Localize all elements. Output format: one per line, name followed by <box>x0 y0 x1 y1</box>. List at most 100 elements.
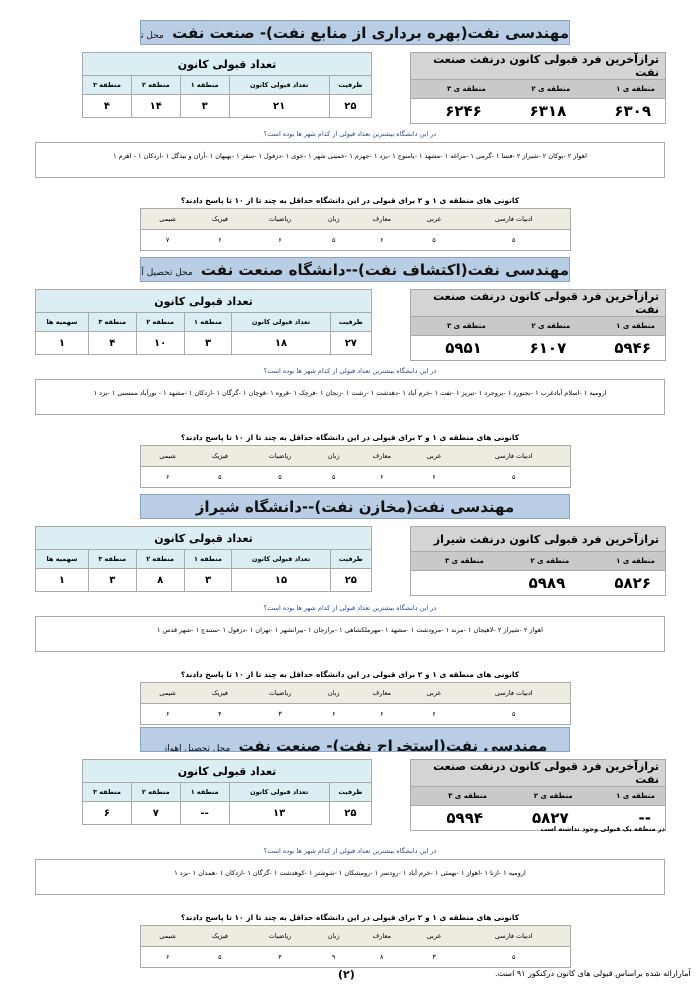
score-question: کانونی های منطقه ی ۱ و ۲ برای قبولی در ا… <box>180 433 520 442</box>
program-section: مهندسی نفت(بهره برداری از منابع نفت)- صن… <box>0 20 700 252</box>
subject-header: ریاضیات <box>245 925 315 947</box>
column-header: منطقه ۲ <box>135 549 185 569</box>
score-value: ۹ <box>314 946 353 968</box>
count-value: ۳ <box>183 331 233 355</box>
rank-value: ۶۲۴۶ <box>410 98 496 124</box>
column-header: ظرفیت <box>328 75 373 95</box>
column-header: ظرفیت <box>328 782 373 802</box>
column-header: منطقه ی ۱ <box>580 79 666 99</box>
score-value: ۵ <box>457 229 571 251</box>
count-value: ۴ <box>87 331 137 355</box>
score-value: ۶ <box>194 229 246 251</box>
count-value: ۲۵ <box>329 568 373 592</box>
score-value: ۶ <box>410 703 458 725</box>
score-value: ۷ <box>140 229 195 251</box>
column-header: منطقه ۲ <box>130 75 181 95</box>
score-value: ۵ <box>457 946 571 968</box>
column-header: منطقه ۱ <box>183 312 233 332</box>
subject-header: شیمی <box>140 208 195 230</box>
score-value: ۵ <box>314 466 353 488</box>
score-value: ۶ <box>352 703 411 725</box>
subject-header: شیمی <box>140 682 195 704</box>
count-value: ۲۵ <box>328 801 373 825</box>
rank-value: -- <box>582 805 666 831</box>
column-header: منطقه ۲ <box>130 782 181 802</box>
subject-header: ادبیات فارسی <box>457 682 571 704</box>
count-value: ۷ <box>130 801 181 825</box>
score-value: ۶ <box>352 466 411 488</box>
column-header: منطقه ی ۲ <box>495 79 581 99</box>
column-header: تعداد قبولی کانون <box>231 312 331 332</box>
cities-question: در این دانشگاه بیشترین تعداد قبولی از کد… <box>263 604 437 612</box>
column-header: منطقه ۱ <box>183 549 233 569</box>
score-value: ۶ <box>352 229 411 251</box>
subject-header: زبان <box>314 208 353 230</box>
count-value: -- <box>179 801 230 825</box>
last-rank-header: ترازآخرین فرد قبولی کانون درنفت صنعت نفت <box>410 759 666 787</box>
column-header: منطقه ی ۱ <box>582 786 666 806</box>
score-value: ۵ <box>194 946 246 968</box>
column-header: منطقه ۱ <box>179 782 230 802</box>
count-value: ۴ <box>82 94 132 118</box>
score-value: ۶ <box>245 229 315 251</box>
last-rank-table: ترازآخرین فرد قبولی کانون درنفت صنعت نفت… <box>410 759 666 831</box>
score-question: کانونی های منطقه ی ۱ و ۲ برای قبولی در ا… <box>180 670 520 679</box>
score-value: ۵ <box>314 229 353 251</box>
count-value: ۱ <box>35 331 89 355</box>
rank-value: ۵۹۸۹ <box>493 570 580 596</box>
column-header: منطقه ۲ <box>135 312 185 332</box>
subject-header: فیزیک <box>194 445 246 467</box>
subject-header: معارف <box>352 445 411 467</box>
rank-value: ۵۹۹۴ <box>410 805 498 831</box>
score-value: ۳ <box>245 703 315 725</box>
program-section: مهندسی نفت(استخراج نفت)- صنعت نفت محل تح… <box>0 727 700 968</box>
title-text: مهندسی نفت(اکتشاف نفت)--دانشگاه صنعت نفت <box>200 261 569 279</box>
acceptance-header: تعداد قبولی کانون <box>82 52 372 76</box>
column-header: منطقه ی ۱ <box>579 551 666 571</box>
note-text: در منطقه یک قبولی وجود نداشته است <box>540 825 665 833</box>
column-header: ظرفیت <box>329 549 373 569</box>
subject-header: زبان <box>314 445 353 467</box>
subject-header: عربی <box>410 925 458 947</box>
page-number: (۲) <box>338 968 355 981</box>
subject-header: فیزیک <box>194 925 246 947</box>
section-title: مهندسی نفت(مخازن نفت)--دانشگاه شیراز <box>140 494 570 519</box>
subject-header: ریاضیات <box>245 682 315 704</box>
column-header: ظرفیت <box>329 312 373 332</box>
column-header: منطقه ی ۲ <box>497 786 583 806</box>
program-section: مهندسی نفت(اکتشاف نفت)--دانشگاه صنعت نفت… <box>0 257 700 489</box>
count-value: ۶ <box>82 801 132 825</box>
rank-value: ۵۹۵۱ <box>410 335 496 361</box>
score-value: ۸ <box>352 946 411 968</box>
subject-header: فیزیک <box>194 682 246 704</box>
acceptance-header: تعداد قبولی کانون <box>35 526 372 550</box>
count-value: ۲۷ <box>329 331 373 355</box>
column-header: منطقه ی ۲ <box>493 551 580 571</box>
score-question: کانونی های منطقه ی ۱ و ۲ برای قبولی در ا… <box>180 196 520 205</box>
count-value: ۳ <box>87 568 137 592</box>
location-text: محل تحصیل آبادان <box>141 268 193 278</box>
subject-header: ریاضیات <box>245 208 315 230</box>
cities-list: ارومیه ۱ -اسلام آبادغرب ۱ -بجنورد ۱ -برو… <box>35 379 665 415</box>
score-value: ۶ <box>140 466 195 488</box>
location-text: محل تحصیل اهواز <box>162 744 231 752</box>
location-text: محل تحصیل اهواز <box>141 31 164 41</box>
last-rank-table: ترازآخرین فرد قبولی کانون درنفت شیراز من… <box>410 526 666 596</box>
score-value: ۴ <box>245 946 315 968</box>
section-title: مهندسی نفت(بهره برداری از منابع نفت)- صن… <box>140 20 570 45</box>
cities-question: در این دانشگاه بیشترین تعداد قبولی از کد… <box>263 847 437 855</box>
column-header: منطقه ی ۳ <box>410 786 498 806</box>
column-header: سهمیه ها <box>35 549 89 569</box>
count-value: ۱ <box>35 568 89 592</box>
last-rank-header: ترازآخرین فرد قبولی کانون درنفت شیراز <box>410 526 666 552</box>
column-header: تعداد قبولی کانون <box>228 75 330 95</box>
subject-header: ریاضیات <box>245 445 315 467</box>
subject-header: معارف <box>352 682 411 704</box>
section-title: مهندسی نفت(اکتشاف نفت)--دانشگاه صنعت نفت… <box>140 257 570 282</box>
cities-list: ارومیه ۱ -ازنا ۱ -اهواز ۱ -بهمئی ۱ -خرم … <box>35 859 665 895</box>
rank-value: ۶۱۰۷ <box>495 335 581 361</box>
